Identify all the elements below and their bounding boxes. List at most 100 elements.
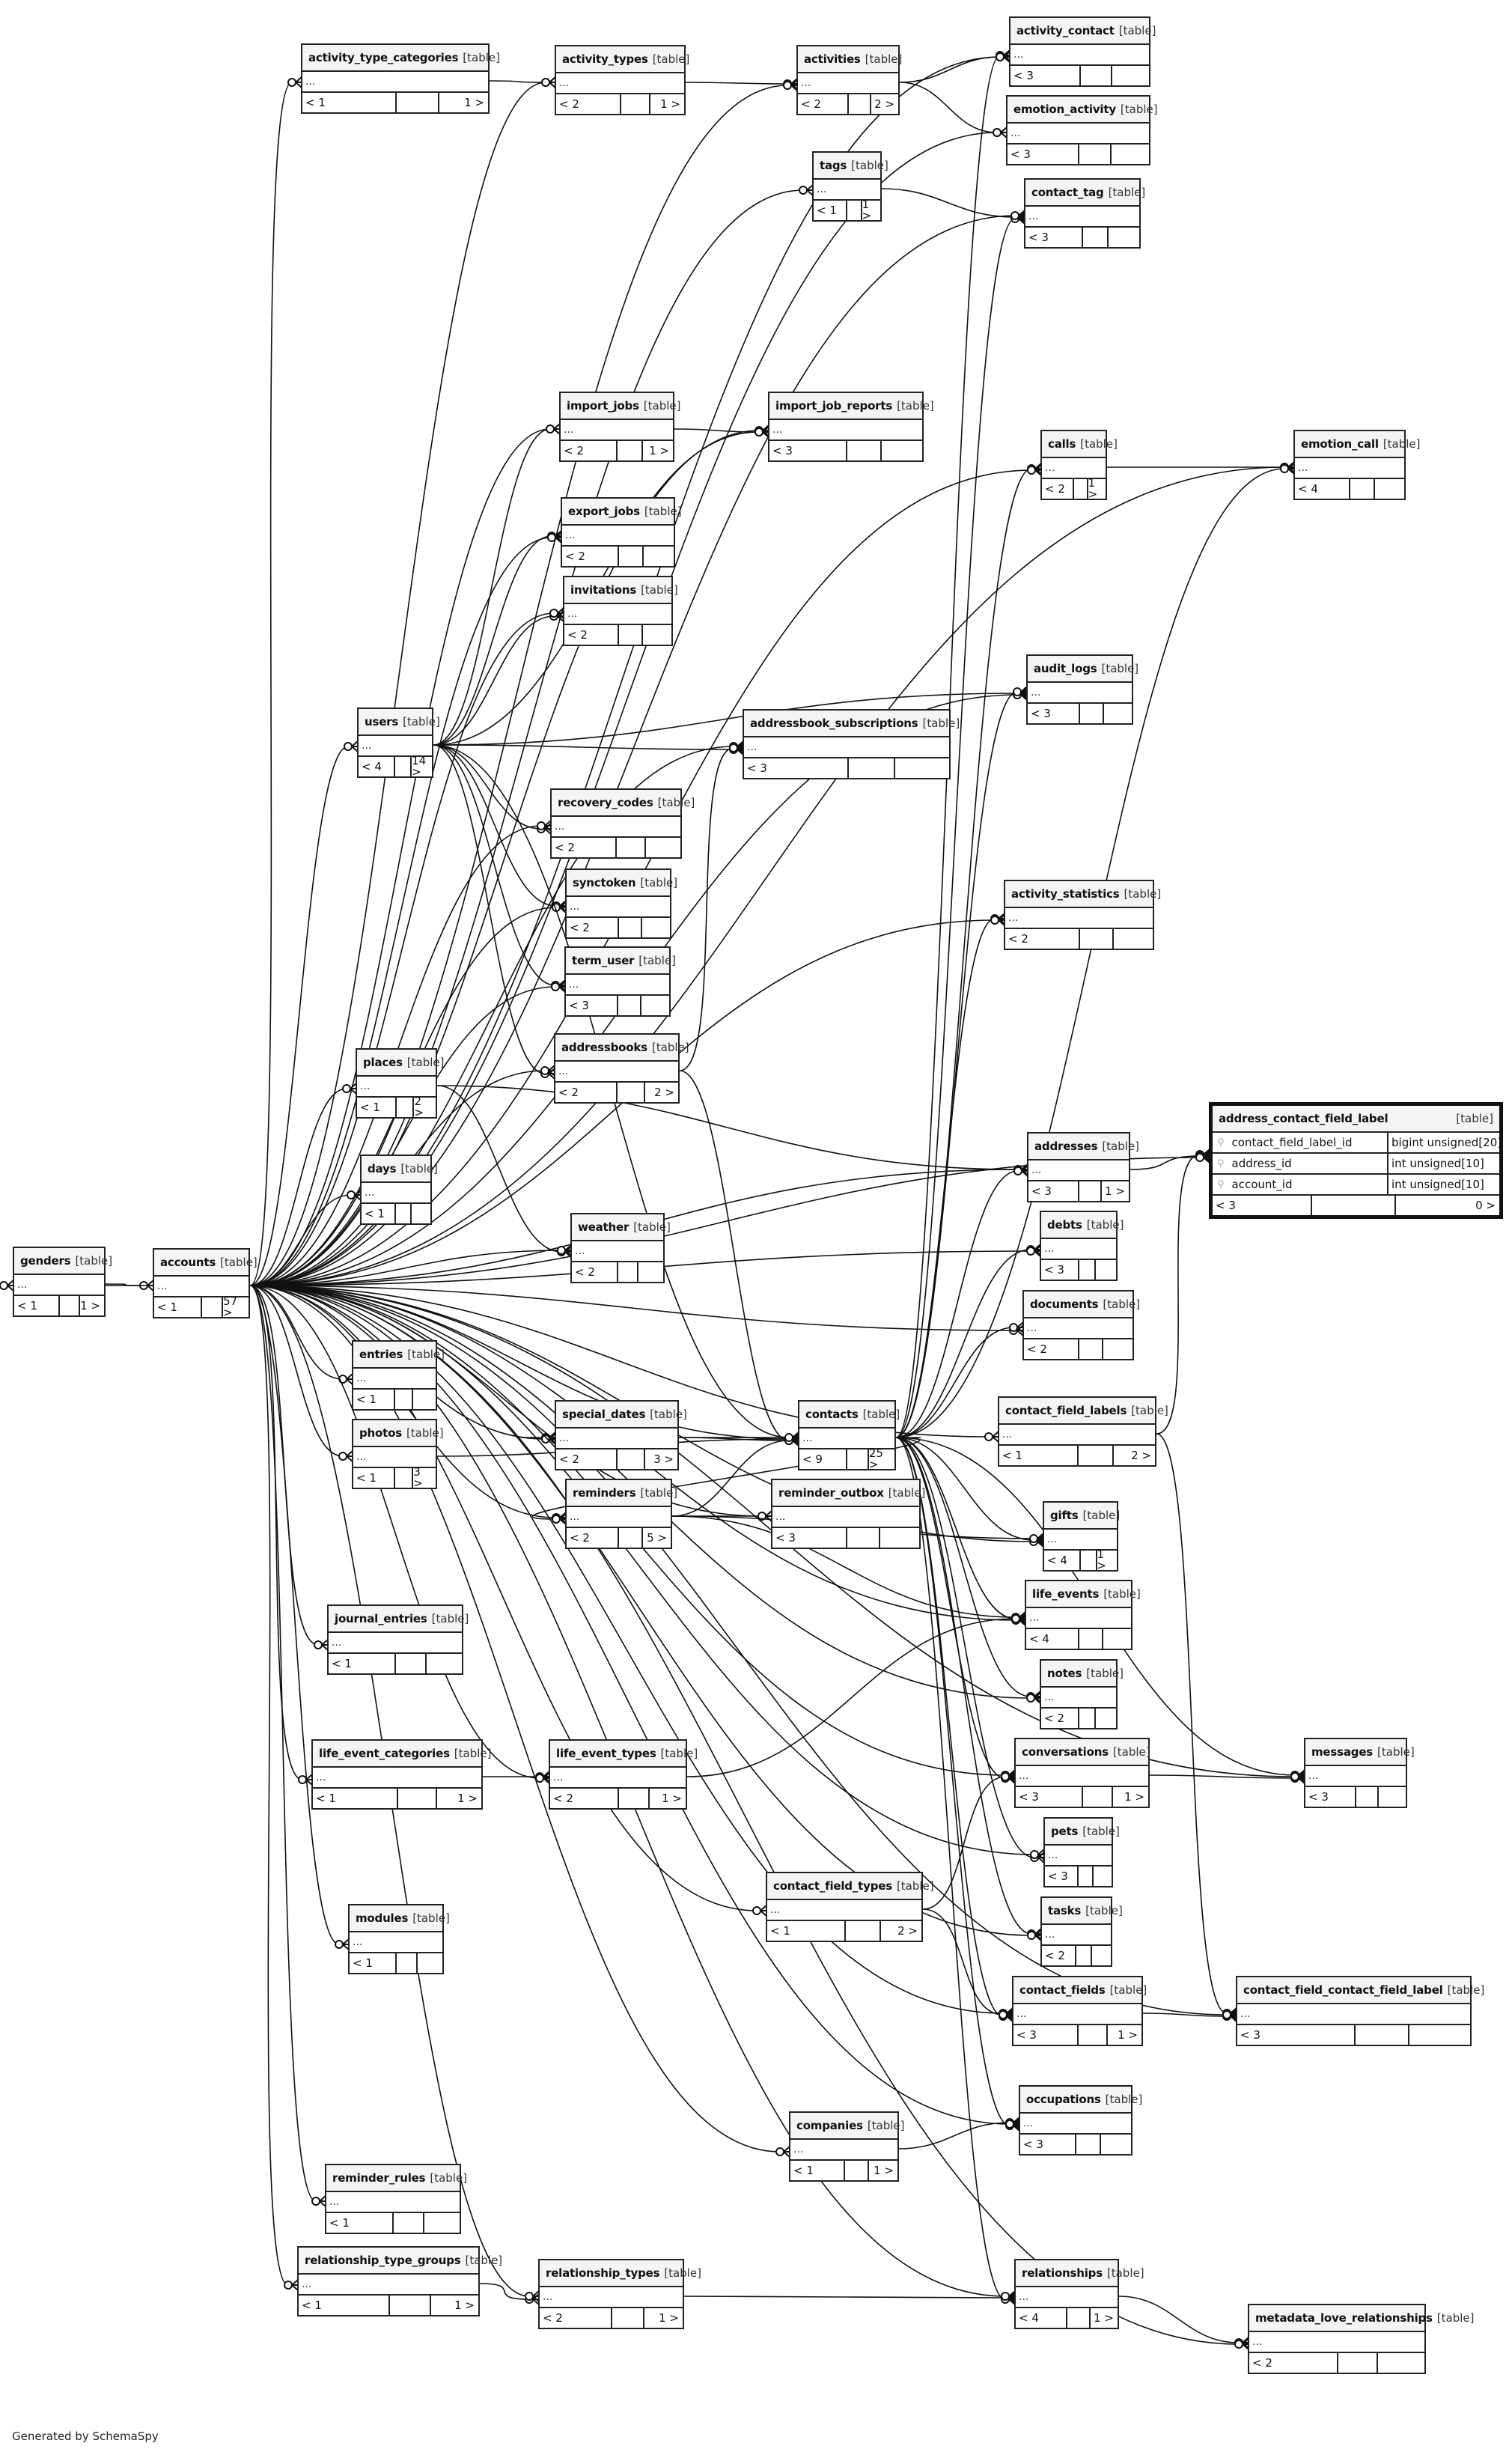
column-row[interactable]: ⚲address_id int unsigned[10] xyxy=(1213,1154,1499,1175)
parents-count[interactable]: < 1 xyxy=(299,2296,391,2315)
parents-count[interactable]: < 1 xyxy=(362,1204,397,1223)
parents-count[interactable]: < 3 xyxy=(1045,1867,1079,1886)
children-count[interactable] xyxy=(644,547,674,566)
table-tasks[interactable]: tasks[table]...< 2 xyxy=(1040,1896,1123,1967)
children-count[interactable]: 1 > xyxy=(649,443,669,457)
children-count[interactable]: 1 > xyxy=(80,1298,101,1312)
children-count[interactable] xyxy=(1379,1787,1406,1807)
columns-collapsed[interactable]: ... xyxy=(313,1768,481,1789)
parents-count[interactable]: < 4 xyxy=(1044,1551,1081,1570)
children-count[interactable] xyxy=(642,918,670,937)
children-count[interactable] xyxy=(880,1528,919,1548)
children-count[interactable]: 1 > xyxy=(457,1791,478,1805)
columns-collapsed[interactable]: ... xyxy=(1044,1530,1117,1551)
parents-count[interactable]: < 2 xyxy=(562,547,619,566)
parents-count[interactable]: < 1 xyxy=(357,1098,397,1117)
children-count[interactable]: 3 > xyxy=(413,1465,423,1490)
columns-collapsed[interactable]: ... xyxy=(767,1900,921,1921)
parents-count[interactable]: < 1 xyxy=(999,1446,1079,1465)
parents-count[interactable]: < 3 xyxy=(1305,1787,1356,1807)
children-count[interactable]: 0 > xyxy=(1475,1198,1496,1212)
columns-collapsed[interactable]: ... xyxy=(999,1425,1155,1446)
table-notes[interactable]: notes[table]...< 2 xyxy=(1040,1659,1124,1730)
parents-count[interactable]: < 2 xyxy=(572,1262,618,1282)
table-synctoken[interactable]: synctoken[table]...< 2 xyxy=(565,868,677,939)
columns-collapsed[interactable]: ... xyxy=(540,2287,683,2308)
columns-collapsed[interactable]: ... xyxy=(799,1429,894,1449)
parents-count[interactable]: < 1 xyxy=(790,2161,845,2180)
children-count[interactable] xyxy=(1109,228,1139,247)
columns-collapsed[interactable]: ... xyxy=(1025,207,1139,228)
children-count[interactable]: 2 > xyxy=(654,1085,674,1099)
parents-count[interactable]: < 1 xyxy=(329,1654,397,1673)
columns-collapsed[interactable]: ... xyxy=(326,2192,460,2213)
parents-count[interactable]: < 2 xyxy=(567,918,619,937)
parents-count[interactable]: < 2 xyxy=(556,1449,618,1469)
parents-count[interactable]: < 1 xyxy=(302,93,397,112)
parents-count[interactable]: < 1 xyxy=(353,1390,395,1409)
table-emotion-call[interactable]: emotion_call[table]...< 4 xyxy=(1293,430,1421,500)
parents-count[interactable]: < 9 xyxy=(799,1449,848,1469)
table-term-user[interactable]: term_user[table]...< 3 xyxy=(564,946,676,1017)
children-count[interactable] xyxy=(1101,2135,1131,2154)
columns-collapsed[interactable]: ... xyxy=(1024,1318,1133,1339)
parents-count[interactable]: < 2 xyxy=(556,94,621,114)
table-export-jobs[interactable]: export_jobs[table]...< 2 xyxy=(561,497,682,568)
table-contact-tag[interactable]: contact_tag[table]...< 3 xyxy=(1024,178,1145,249)
parents-count[interactable]: < 2 xyxy=(1024,1339,1079,1359)
columns-collapsed[interactable]: ... xyxy=(1028,683,1132,704)
children-count[interactable]: 1 > xyxy=(1088,476,1098,501)
columns-collapsed[interactable]: ... xyxy=(1010,45,1149,66)
parents-count[interactable]: < 2 xyxy=(550,1789,619,1808)
columns-collapsed[interactable]: ... xyxy=(1237,2004,1470,2025)
children-count[interactable] xyxy=(418,1953,442,1973)
columns-collapsed[interactable]: ... xyxy=(1042,1925,1111,1946)
columns-collapsed[interactable]: ... xyxy=(790,2140,897,2161)
columns-collapsed[interactable]: ... xyxy=(550,1768,686,1789)
children-count[interactable] xyxy=(1092,1946,1111,1965)
columns-collapsed[interactable]: ... xyxy=(357,1077,436,1098)
table-address-contact-field-label[interactable]: address_contact_field_label [table] ⚲con… xyxy=(1209,1102,1503,1219)
children-count[interactable]: 1 > xyxy=(660,97,681,111)
children-count[interactable] xyxy=(882,441,922,460)
columns-collapsed[interactable]: ... xyxy=(1042,458,1106,479)
columns-collapsed[interactable]: ... xyxy=(772,1507,919,1528)
children-count[interactable]: 57 > xyxy=(223,1295,238,1319)
children-count[interactable]: 1 > xyxy=(454,2298,475,2312)
columns-collapsed[interactable]: ... xyxy=(154,1277,249,1298)
children-count[interactable] xyxy=(427,1654,462,1673)
parents-count[interactable]: < 2 xyxy=(1042,479,1074,499)
table-days[interactable]: days[table]...< 1 xyxy=(360,1154,438,1225)
parents-count[interactable]: < 1 xyxy=(313,1789,399,1808)
parents-count[interactable]: < 3 xyxy=(769,441,847,460)
columns-collapsed[interactable]: ... xyxy=(744,737,949,758)
columns-collapsed[interactable]: ... xyxy=(564,604,671,625)
parents-count[interactable]: < 2 xyxy=(1041,1709,1079,1728)
parents-count[interactable]: < 1 xyxy=(14,1296,60,1315)
children-count[interactable]: 2 > xyxy=(897,1923,918,1938)
table-import-job-reports[interactable]: import_job_reports[table]...< 3 xyxy=(768,392,934,462)
parents-count[interactable]: < 1 xyxy=(154,1298,202,1317)
children-count[interactable] xyxy=(646,838,680,857)
children-count[interactable] xyxy=(412,1204,430,1223)
children-count[interactable]: 1 > xyxy=(1118,2027,1138,2042)
parents-count[interactable]: < 3 xyxy=(1025,228,1084,247)
parents-count[interactable]: < 1 xyxy=(326,2213,394,2233)
children-count[interactable]: 3 > xyxy=(653,1452,674,1466)
children-count[interactable]: 2 > xyxy=(414,1095,424,1119)
columns-collapsed[interactable]: ... xyxy=(572,1241,663,1262)
children-count[interactable] xyxy=(424,2213,460,2233)
parents-count[interactable]: < 3 xyxy=(1237,2025,1356,2045)
parents-count[interactable]: < 2 xyxy=(561,441,618,460)
